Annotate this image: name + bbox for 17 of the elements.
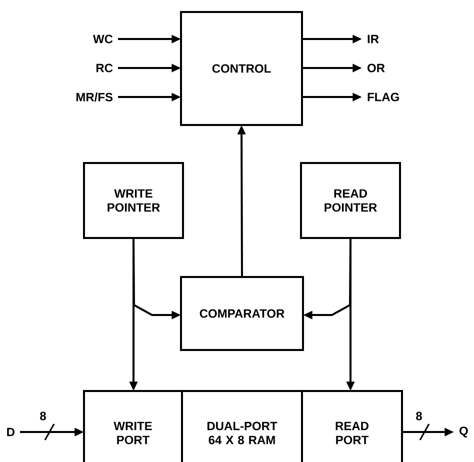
signal-label: OR [368, 64, 385, 72]
block-box: WRITE POINTER [83, 162, 184, 239]
block-box: DUAL-PORT 64 X 8 RAM [181, 390, 303, 462]
block-box: COMPARATOR [180, 276, 304, 351]
block-box: CONTROL [180, 11, 303, 126]
block-box: WRITE PORT [83, 390, 183, 462]
signal-label: Q [460, 426, 468, 438]
signal-label: RC [96, 64, 113, 72]
edge-label: 8 [38, 410, 48, 422]
block-box: READ POINTER [300, 162, 401, 239]
signal-label: D [7, 428, 14, 436]
signal-label: IR [368, 34, 379, 44]
block-box: READ PORT [301, 390, 403, 462]
signal-label: WC [93, 34, 113, 44]
signal-label: MR/FS [76, 92, 113, 102]
edge-label: 8 [414, 410, 424, 422]
signal-label: FLAG [368, 92, 399, 102]
